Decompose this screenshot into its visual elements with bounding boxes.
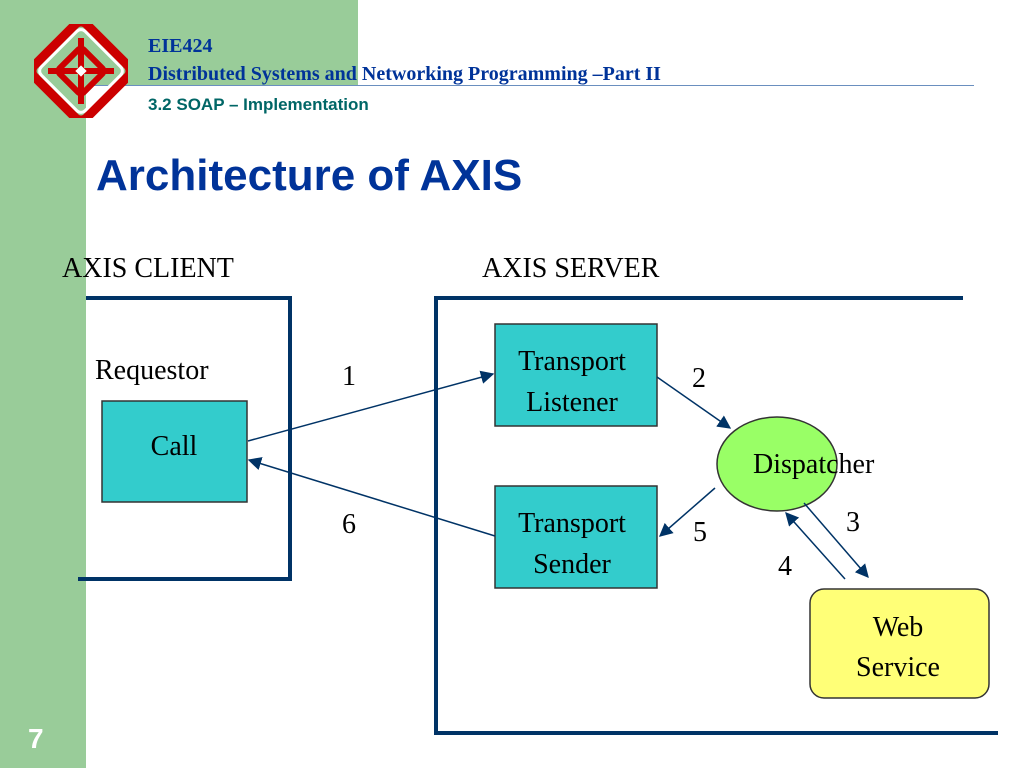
- section-subtitle: 3.2 SOAP – Implementation: [148, 95, 369, 114]
- arrow-step-5: [658, 487, 716, 537]
- header-divider: [90, 85, 974, 86]
- client-label: AXIS CLIENT: [62, 253, 234, 284]
- slide-title: Architecture of AXIS: [96, 151, 523, 200]
- step-label-6: 6: [342, 509, 356, 540]
- client-frame: [78, 296, 292, 581]
- arrow-step-2: [656, 376, 732, 429]
- top-green-band: [86, 0, 358, 86]
- web-service-line1: Web: [873, 612, 924, 643]
- step-label-3: 3: [846, 507, 860, 538]
- arrow-step-3: [803, 502, 869, 579]
- transport-listener-line1: Transport: [518, 346, 626, 377]
- server-label: AXIS SERVER: [482, 253, 660, 284]
- dispatcher-ellipse: [716, 416, 838, 512]
- server-frame: [434, 296, 998, 735]
- arrow-step-1: [247, 370, 495, 442]
- web-service-line2: Service: [856, 652, 940, 683]
- dispatcher-label: Dispatcher: [753, 449, 875, 480]
- transport-sender-line2: Sender: [533, 549, 611, 580]
- call-box: [101, 400, 248, 503]
- left-green-band: [0, 0, 86, 768]
- course-name: Distributed Systems and Networking Progr…: [148, 63, 661, 85]
- transport-sender-line1: Transport: [518, 508, 626, 539]
- transport-listener-box: [494, 323, 658, 427]
- step-label-1: 1: [342, 361, 356, 392]
- requestor-label: Requestor: [95, 355, 209, 386]
- transport-sender-box: [494, 485, 658, 589]
- step-label-4: 4: [778, 551, 792, 582]
- step-label-5: 5: [693, 517, 707, 548]
- web-service-box: [809, 588, 990, 699]
- step-label-2: 2: [692, 363, 706, 394]
- university-logo: [34, 24, 128, 118]
- page-number: 7: [28, 723, 44, 754]
- arrow-step-4: [785, 511, 846, 580]
- course-code: EIE424: [148, 35, 213, 57]
- arrow-step-6: [247, 457, 496, 537]
- call-label: Call: [151, 431, 198, 462]
- transport-listener-line2: Listener: [526, 387, 618, 418]
